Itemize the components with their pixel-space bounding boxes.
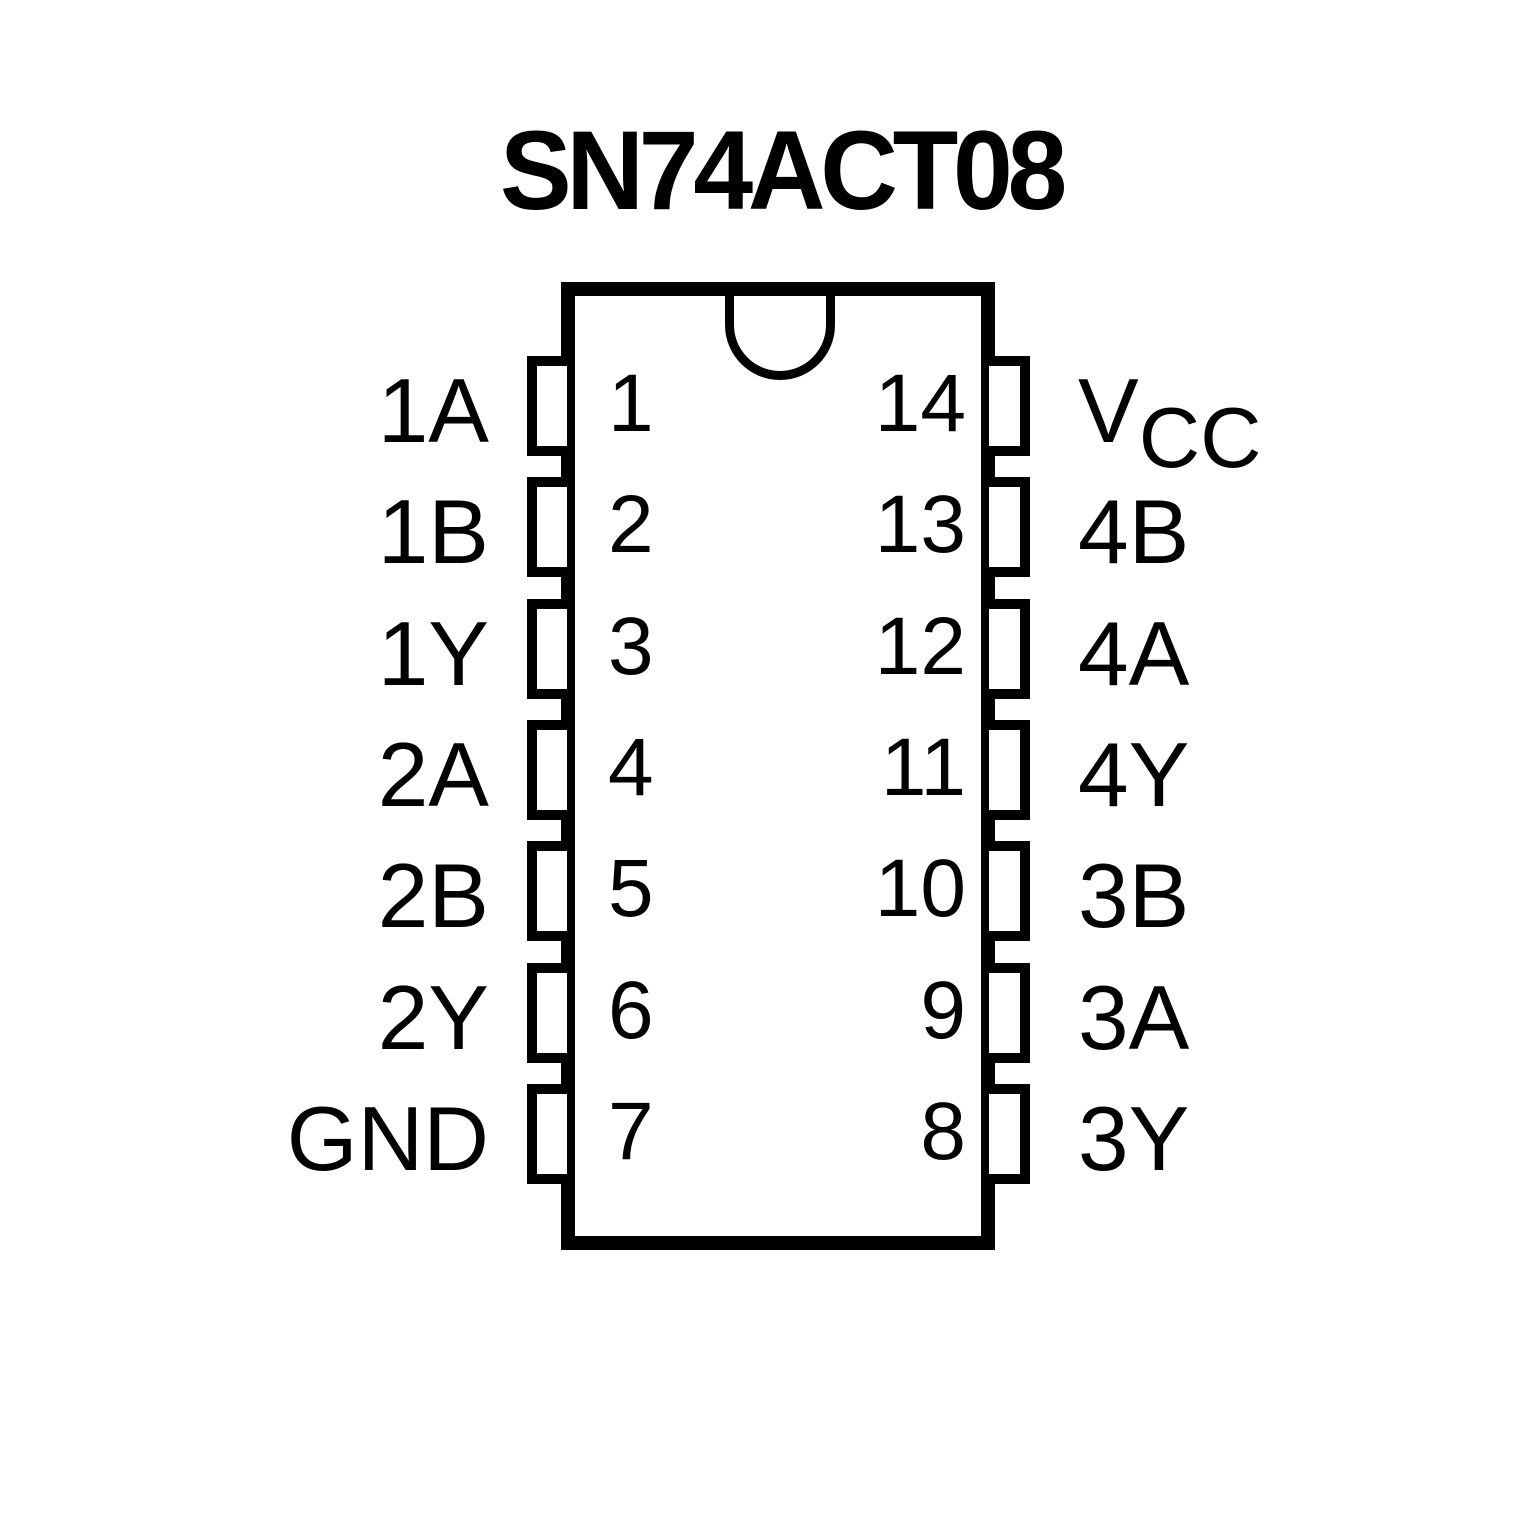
pin-number-4: 4 xyxy=(608,722,654,813)
pin-label-3b: 3B xyxy=(1078,847,1378,947)
pin-label-2b: 2B xyxy=(377,846,489,947)
pin-number-12: 12 xyxy=(874,601,966,692)
pin-box-2 xyxy=(527,477,567,577)
pin-number-10: 10 xyxy=(874,843,966,934)
pin-box-3 xyxy=(527,599,567,699)
pin-label-vcc-subscript: CC xyxy=(1138,391,1262,486)
pin-box-5 xyxy=(527,841,567,941)
pin-number-14: 14 xyxy=(874,358,966,449)
pin-box-7 xyxy=(527,1084,567,1184)
pin-box-8 xyxy=(989,1084,1030,1184)
pin-label-gnd: GND xyxy=(286,1089,489,1190)
pin-box-9 xyxy=(989,963,1030,1063)
pin-label-2y: 2Y xyxy=(377,968,489,1069)
pin-box-6 xyxy=(527,963,567,1063)
pin-number-5: 5 xyxy=(608,843,654,934)
pin-box-11 xyxy=(989,720,1030,820)
pin-box-10 xyxy=(989,841,1030,941)
pin-label-4y-text: 4Y xyxy=(1078,725,1190,826)
pin-label-4b: 4B xyxy=(1078,483,1378,583)
pin-box-14 xyxy=(989,356,1030,456)
pin-number-7: 7 xyxy=(608,1086,654,1177)
pin-box-1 xyxy=(527,356,567,456)
pin-label-4a-text: 4A xyxy=(1078,604,1190,705)
pin-label-2a: 2A xyxy=(377,725,489,826)
pin-label-3a: 3A xyxy=(1078,969,1378,1069)
pin-label-3y-text: 3Y xyxy=(1078,1089,1190,1190)
pin-label-3b-text: 3B xyxy=(1078,846,1190,947)
chip-title: SN74ACT08 xyxy=(499,108,1067,233)
pin-box-4 xyxy=(527,720,567,820)
pin-number-8: 8 xyxy=(920,1086,966,1177)
pin-label-4b-text: 4B xyxy=(1078,482,1190,583)
pin-number-3: 3 xyxy=(608,601,654,692)
pin-label-4a: 4A xyxy=(1078,605,1378,705)
pin-number-11: 11 xyxy=(880,722,966,813)
pin-label-1y: 1Y xyxy=(377,604,489,705)
pin-number-9: 9 xyxy=(920,965,966,1056)
pin-box-12 xyxy=(989,599,1030,699)
pin-number-6: 6 xyxy=(608,965,654,1056)
pin-label-4y: 4Y xyxy=(1078,726,1378,826)
pin-label-vcc: VCC xyxy=(1078,361,1378,487)
pin-number-1: 1 xyxy=(608,358,654,449)
pin1-index-notch-icon xyxy=(725,296,835,380)
pin-label-1b: 1B xyxy=(377,482,489,583)
pin-number-13: 13 xyxy=(874,479,966,570)
pin-box-13 xyxy=(989,477,1030,577)
pin-label-3a-text: 3A xyxy=(1078,968,1190,1069)
pin-label-vcc-base: V xyxy=(1078,361,1139,462)
pin-label-3y: 3Y xyxy=(1078,1090,1378,1190)
pin-number-2: 2 xyxy=(608,479,654,570)
pin-label-1a: 1A xyxy=(377,361,489,462)
